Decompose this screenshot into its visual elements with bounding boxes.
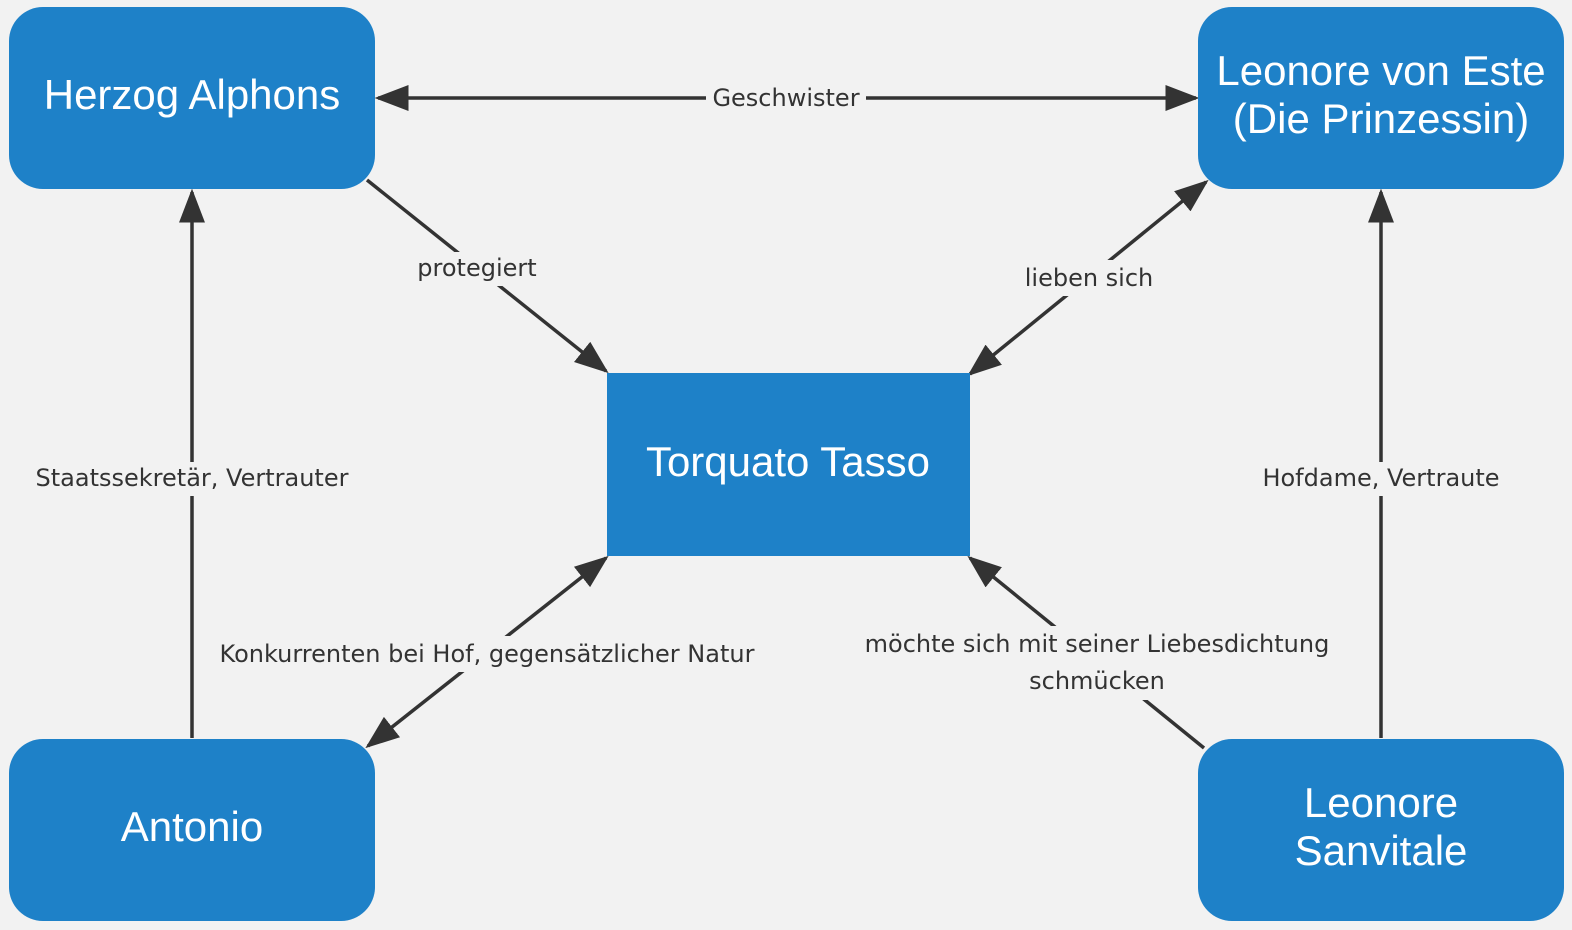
edge-label-protegiert: protegiert — [417, 254, 536, 282]
edge-konkurrenten: Konkurrenten bei Hof, gegensätzlicher Na… — [220, 555, 755, 749]
node-label-leonore-von-este-2: (Die Prinzessin) — [1233, 95, 1529, 142]
node-antonio[interactable]: Antonio — [9, 739, 375, 921]
edge-label-liebesdichtung-1: möchte sich mit seiner Liebesdichtung — [865, 630, 1330, 658]
edge-label-liebesdichtung-2: schmücken — [1029, 667, 1165, 695]
node-label-leonore-von-este-1: Leonore von Este — [1216, 47, 1545, 94]
edge-label-geschwister: Geschwister — [712, 84, 859, 112]
node-leonore-von-este[interactable]: Leonore von Este (Die Prinzessin) — [1198, 7, 1564, 189]
edge-label-hofdame: Hofdame, Vertraute — [1262, 464, 1499, 492]
node-label-torquato-tasso: Torquato Tasso — [646, 438, 930, 485]
node-label-herzog-alphons: Herzog Alphons — [44, 71, 341, 118]
node-herzog-alphons[interactable]: Herzog Alphons — [9, 7, 375, 189]
node-torquato-tasso[interactable]: Torquato Tasso — [607, 373, 970, 556]
edge-liebesdichtung: möchte sich mit seiner Liebesdichtung sc… — [865, 555, 1330, 750]
edge-hofdame: Hofdame, Vertraute — [1260, 188, 1502, 738]
node-leonore-sanvitale[interactable]: Leonore Sanvitale — [1198, 739, 1564, 921]
node-label-leonore-sanvitale-1: Leonore — [1304, 779, 1458, 826]
edge-label-staatssekretaer: Staatssekretär, Vertrauter — [36, 464, 349, 492]
edge-label-konkurrenten: Konkurrenten bei Hof, gegensätzlicher Na… — [220, 640, 755, 668]
edge-staatssekretaer: Staatssekretär, Vertrauter — [36, 188, 349, 738]
node-label-leonore-sanvitale-2: Sanvitale — [1295, 827, 1468, 874]
edge-label-lieben-sich: lieben sich — [1025, 264, 1154, 292]
edge-lieben-sich: lieben sich — [967, 179, 1209, 377]
edge-protegiert: protegiert — [365, 178, 609, 374]
edge-geschwister: Geschwister — [374, 82, 1200, 114]
node-label-antonio: Antonio — [121, 803, 263, 850]
